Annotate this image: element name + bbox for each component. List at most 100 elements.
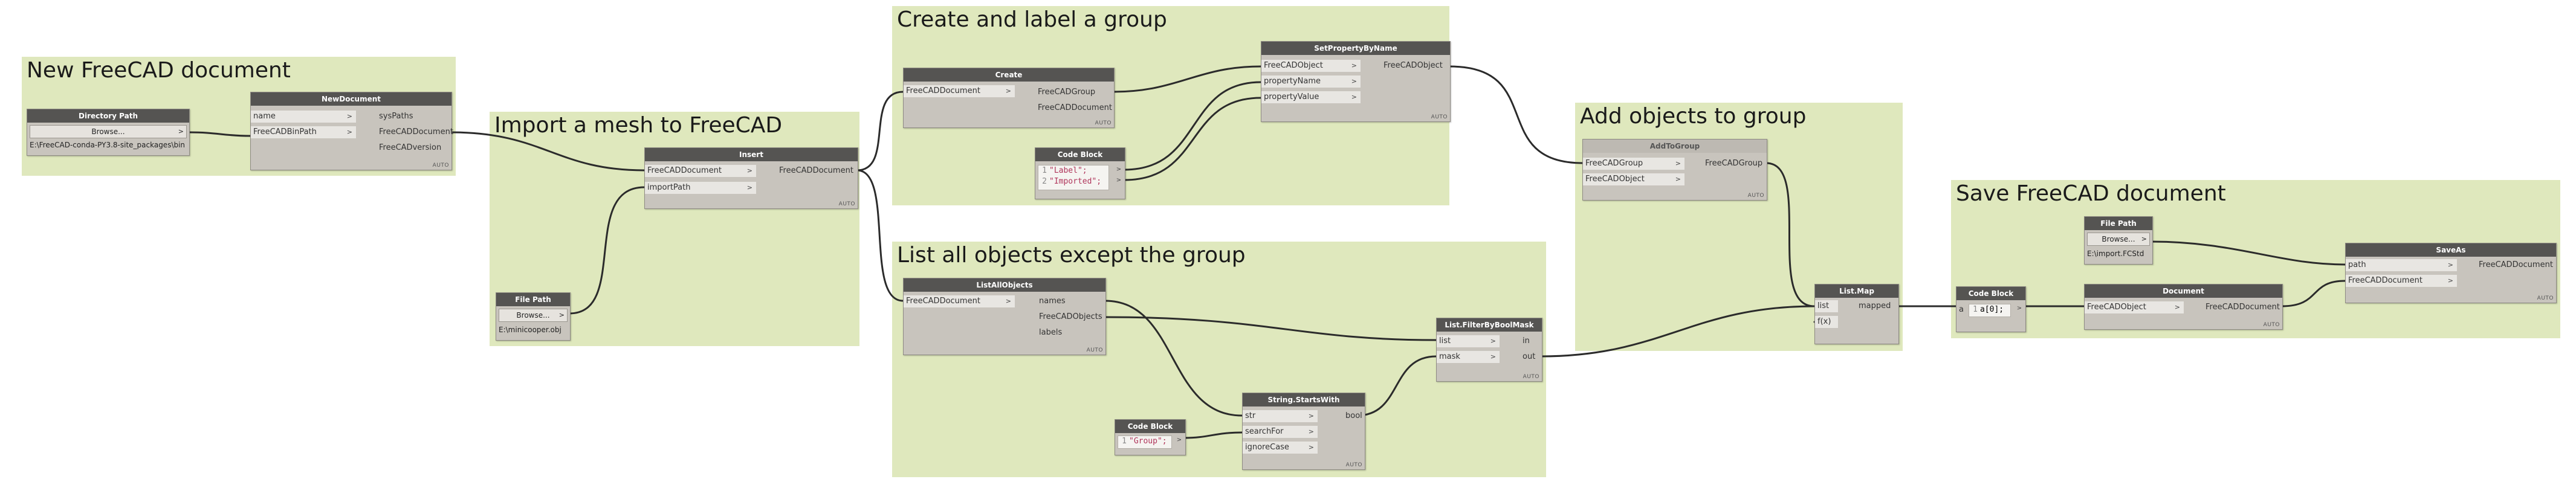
chevron-right-icon: > — [1308, 428, 1314, 435]
input-port-str[interactable]: str> — [1243, 410, 1318, 422]
output-port-syspaths[interactable]: sysPaths — [379, 112, 413, 121]
node-title: List.FilterByBoolMask — [1437, 318, 1542, 332]
group-title: List all objects except the group — [897, 243, 1246, 268]
output-arrow-icon[interactable]: > — [1116, 166, 1122, 173]
input-port-freecaddocument[interactable]: FreeCADDocument> — [904, 295, 1015, 307]
node-create[interactable]: Create FreeCADDocument> FreeCADGroup Fre… — [903, 68, 1115, 128]
lacing-label: AUTO — [1345, 462, 1362, 468]
lacing-label: AUTO — [2263, 322, 2280, 328]
output-port-freecaddocument[interactable]: FreeCADDocument — [379, 127, 453, 137]
node-list-filter-by-bool-mask[interactable]: List.FilterByBoolMask list> mask> in out… — [1436, 318, 1542, 382]
node-file-path[interactable]: File Path Browse... > E:\minicooper.obj — [496, 292, 571, 341]
node-list-all-objects[interactable]: ListAllObjects FreeCADDocument> names Fr… — [903, 278, 1106, 355]
node-title: SaveAs — [2346, 243, 2556, 257]
node-title: Code Block — [1956, 287, 2025, 300]
input-port-freecadobject[interactable]: FreeCADObject> — [2085, 301, 2184, 313]
lacing-label: AUTO — [432, 162, 449, 169]
browse-button[interactable]: Browse... > — [499, 309, 568, 322]
browse-button[interactable]: Browse... > — [30, 125, 187, 138]
node-code-block[interactable]: Code Block 1"Group"; > — [1115, 419, 1186, 455]
group-title: Add objects to group — [1580, 104, 1807, 129]
input-port-searchfor[interactable]: searchFor> — [1243, 426, 1318, 438]
lacing-label: AUTO — [1095, 120, 1112, 126]
input-port-list[interactable]: list> — [1437, 335, 1500, 347]
lacing-label: AUTO — [838, 201, 855, 207]
lacing-label: AUTO — [1523, 374, 1539, 380]
output-port-freecadgroup[interactable]: FreeCADGroup — [1038, 88, 1096, 97]
node-file-path[interactable]: File Path Browse... > E:\import.FCStd — [2084, 216, 2153, 265]
output-port-freecadgroup[interactable]: FreeCADGroup — [1705, 159, 1763, 168]
node-list-map[interactable]: List.Map list f(x) mapped — [1814, 284, 1899, 344]
output-port-freecadversion[interactable]: FreeCADversion — [379, 143, 442, 152]
code-editor[interactable]: 1"Label"; 2"Imported"; — [1038, 165, 1109, 190]
code-line-1: a[0]; — [1980, 305, 2004, 314]
node-set-property-by-name[interactable]: SetPropertyByName FreeCADObject> propert… — [1261, 41, 1451, 122]
output-arrow-icon: > — [2141, 235, 2147, 243]
output-arrow-icon: > — [178, 127, 184, 135]
input-port-mask[interactable]: mask> — [1437, 351, 1500, 363]
node-string-starts-with[interactable]: String.StartsWith str> searchFor> ignore… — [1242, 393, 1365, 470]
browse-button[interactable]: Browse... > — [2087, 233, 2150, 246]
chevron-right-icon: > — [1490, 353, 1496, 361]
group-title: Import a mesh to FreeCAD — [494, 113, 783, 138]
node-directory-path[interactable]: Directory Path Browse... > E:\FreeCAD-co… — [27, 109, 190, 156]
output-port-freecadobjects[interactable]: FreeCADObjects — [1039, 312, 1102, 321]
input-port-propertyvalue[interactable]: propertyValue> — [1261, 91, 1361, 103]
output-port-freecaddocument[interactable]: FreeCADDocument — [2479, 260, 2553, 269]
output-port-freecaddocument[interactable]: FreeCADDocument — [1038, 103, 1112, 112]
code-line-2: "Imported"; — [1049, 177, 1102, 186]
lacing-label: AUTO — [2537, 295, 2554, 301]
input-port-fx[interactable]: f(x) — [1815, 316, 1838, 328]
node-title: List.Map — [1815, 284, 1898, 298]
input-port-freecaddocument[interactable]: FreeCADDocument> — [904, 85, 1015, 97]
output-arrow-icon[interactable]: > — [1116, 177, 1122, 184]
node-new-document[interactable]: NewDocument name> FreeCADBinPath> sysPat… — [250, 92, 453, 170]
input-port-freecadbinpath[interactable]: FreeCADBinPath> — [251, 126, 356, 138]
input-port-name[interactable]: name> — [251, 111, 356, 123]
browse-label: Browse... — [2102, 235, 2135, 243]
output-port-freecaddocument[interactable]: FreeCADDocument — [779, 166, 853, 175]
input-port-importpath[interactable]: importPath> — [645, 182, 756, 194]
chevron-right-icon: > — [346, 128, 352, 136]
input-port-a[interactable]: a — [1959, 305, 1964, 314]
output-port-mapped[interactable]: mapped — [1859, 301, 1891, 310]
input-port-freecadobject[interactable]: FreeCADObject> — [1583, 173, 1684, 185]
chevron-right-icon: > — [1308, 412, 1314, 420]
output-port-labels[interactable]: labels — [1039, 328, 1063, 337]
output-arrow-icon[interactable]: > — [2016, 305, 2022, 312]
node-insert[interactable]: Insert FreeCADDocument> importPath> Free… — [644, 147, 858, 209]
chevron-right-icon: > — [746, 184, 752, 191]
output-port-out[interactable]: out — [1523, 352, 1536, 361]
input-port-freecadobject[interactable]: FreeCADObject> — [1261, 60, 1361, 72]
node-code-block[interactable]: Code Block 1"Label"; 2"Imported"; > > — [1035, 147, 1125, 199]
code-editor[interactable]: 1"Group"; — [1118, 435, 1172, 449]
node-save-as[interactable]: SaveAs path> FreeCADDocument> FreeCADDoc… — [2345, 243, 2557, 303]
input-port-list[interactable]: list — [1815, 300, 1838, 312]
input-port-freecadgroup[interactable]: FreeCADGroup> — [1583, 158, 1684, 170]
input-port-freecaddocument[interactable]: FreeCADDocument> — [645, 165, 756, 177]
input-port-path[interactable]: path> — [2346, 259, 2457, 271]
node-title: Document — [2085, 284, 2282, 298]
output-port-bool[interactable]: bool — [1345, 411, 1362, 420]
output-port-names[interactable]: names — [1039, 297, 1066, 306]
browse-label: Browse... — [91, 127, 125, 136]
node-add-to-group[interactable]: AddToGroup FreeCADGroup> FreeCADObject> … — [1582, 139, 1767, 201]
node-title: AddToGroup — [1583, 140, 1767, 153]
lacing-label: AUTO — [1747, 193, 1764, 199]
node-document[interactable]: Document FreeCADObject> FreeCADDocument … — [2084, 284, 2283, 330]
chevron-right-icon: > — [2447, 261, 2453, 269]
node-title: Code Block — [1035, 148, 1125, 161]
input-port-freecaddocument[interactable]: FreeCADDocument> — [2346, 275, 2457, 287]
input-port-ignorecase[interactable]: ignoreCase> — [1243, 442, 1318, 454]
chevron-right-icon: > — [1675, 159, 1681, 167]
output-port-freecaddocument[interactable]: FreeCADDocument — [2205, 303, 2280, 312]
wire-setprop-addtogroup[interactable] — [1449, 65, 1584, 164]
output-arrow-icon: > — [558, 311, 565, 319]
input-port-propertyname[interactable]: propertyName> — [1261, 76, 1361, 88]
output-port-freecadobject[interactable]: FreeCADObject — [1383, 61, 1443, 70]
output-arrow-icon[interactable]: > — [1176, 437, 1182, 443]
output-port-in[interactable]: in — [1523, 336, 1530, 345]
group-title: Create and label a group — [897, 7, 1167, 32]
